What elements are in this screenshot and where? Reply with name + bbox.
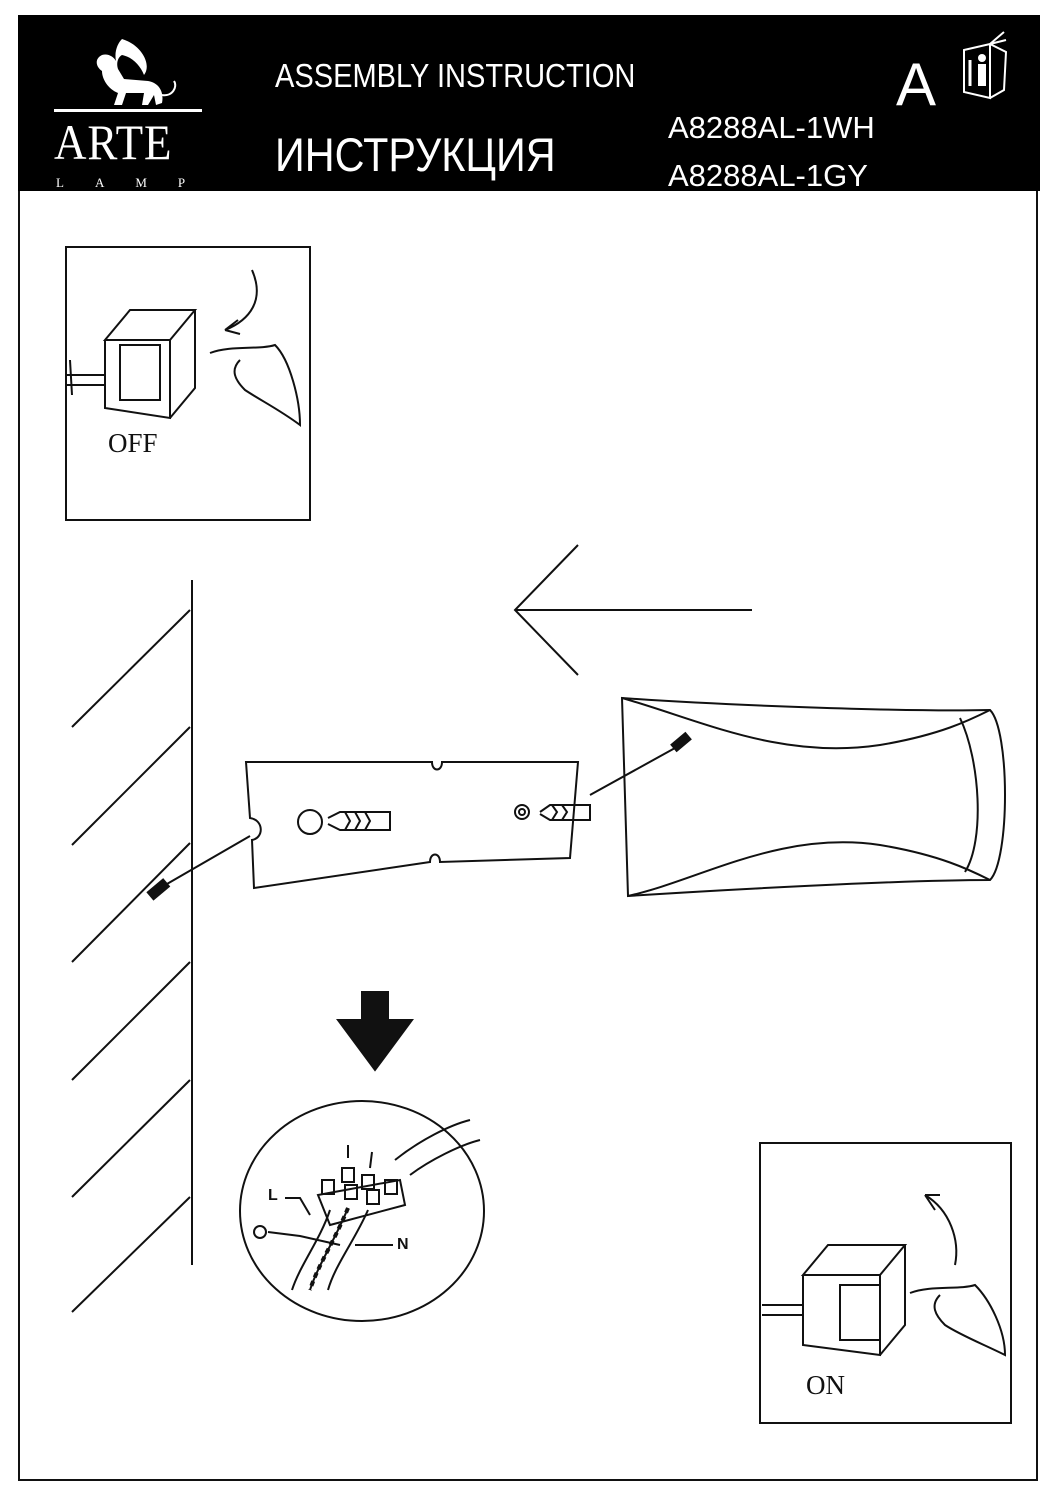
griffin-logo-icon xyxy=(54,39,202,112)
wall-hatching xyxy=(71,580,193,1313)
brand-logo-text: ARTE xyxy=(54,114,173,170)
header-bar: ARTE LAMP ASSEMBLY INSTRUCTION ИНСТРУКЦИ… xyxy=(18,15,1040,193)
title-russian: ИНСТРУКЦИЯ xyxy=(275,128,556,181)
switch-on-panel xyxy=(759,1142,1012,1424)
mounting-plate xyxy=(244,761,580,890)
brand-logo-subtext: LAMP xyxy=(56,175,217,190)
direction-arrow xyxy=(513,544,752,676)
section-letter: A xyxy=(896,51,937,118)
live-wire-label: L xyxy=(268,1187,278,1204)
instruction-book-icon xyxy=(963,31,1008,100)
switch-on-label: ON xyxy=(806,1370,845,1400)
model-number: A8288AL-1WH xyxy=(668,110,875,145)
switch-off-label: OFF xyxy=(108,428,158,458)
model-number: A8288AL-1GY xyxy=(668,158,868,193)
wiring-detail xyxy=(239,1100,485,1322)
neutral-wire-label: N xyxy=(397,1236,409,1253)
title-english: ASSEMBLY INSTRUCTION xyxy=(275,57,636,94)
wall-lamp-shade xyxy=(620,696,1006,898)
down-arrow-icon xyxy=(336,991,414,1072)
switch-off-panel xyxy=(65,246,311,521)
